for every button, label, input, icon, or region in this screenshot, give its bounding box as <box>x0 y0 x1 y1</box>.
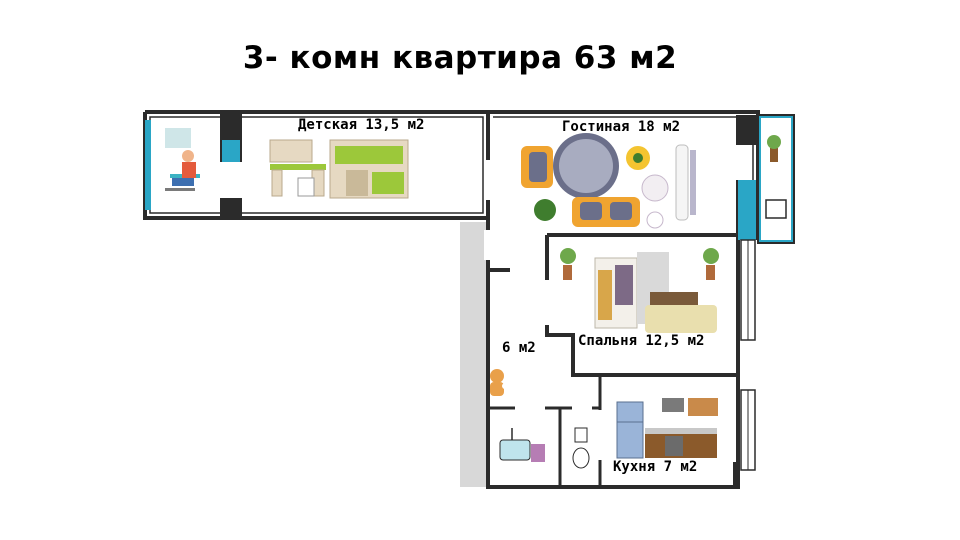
tv-stand <box>675 144 689 221</box>
wall-picture <box>165 128 191 148</box>
kitchen-furniture <box>616 398 718 459</box>
bedroom-plant-pot-left <box>563 265 572 280</box>
bedroom-plant-left <box>560 248 576 264</box>
wall-shadow <box>460 222 488 487</box>
kitchen-corner <box>733 462 739 487</box>
tv <box>690 150 696 215</box>
windows <box>145 112 756 487</box>
bathroom-furniture <box>499 427 590 469</box>
bathtub <box>499 439 531 461</box>
countertop <box>645 428 717 434</box>
right-and-bottom-walls <box>486 115 740 489</box>
balcony <box>757 114 795 244</box>
fridge <box>616 401 644 459</box>
balcony-furniture <box>765 135 787 219</box>
room-label-bedroom: Спальня 12,5 м2 <box>578 333 705 349</box>
bunk-upper <box>335 146 403 164</box>
bedroom-plant-pot-right <box>706 265 715 280</box>
bunk-stairs <box>346 170 368 196</box>
sofa-cushion-1 <box>580 202 602 220</box>
door-toilet <box>572 404 592 412</box>
room-label-kitchen: Кухня 7 м2 <box>613 459 698 475</box>
wardrobe-shelves <box>598 270 612 320</box>
kids-desk-leg <box>271 169 283 197</box>
person-legs <box>172 178 194 186</box>
balcony-plant-pot <box>770 148 778 162</box>
dog-bowl <box>502 383 508 389</box>
wall-cabinet <box>688 398 718 416</box>
round-rug-inner <box>559 139 613 193</box>
window-kids-left <box>145 120 151 210</box>
bedroom-plant-right <box>703 248 719 264</box>
plan-title: 3- комн квартира 63 м2 <box>242 40 678 76</box>
door-kids-living <box>484 160 492 200</box>
kids-chair <box>297 177 315 197</box>
bedroom-bottom-wall <box>545 325 738 377</box>
chair-base <box>165 188 195 191</box>
kids-shelf <box>269 139 313 163</box>
balcony-plant <box>767 135 781 149</box>
door-kitchen <box>596 410 604 460</box>
kids-desk-person <box>165 128 200 191</box>
person-body <box>182 162 196 178</box>
living-furniture <box>521 133 696 229</box>
room-label-kids: Детская 13,5 м2 <box>298 117 425 133</box>
window-living <box>738 180 756 240</box>
balcony-glazing <box>759 116 793 242</box>
bathroom-cabinet <box>531 444 545 462</box>
kids-desk-top <box>270 164 326 170</box>
window-kids-bottom <box>220 198 242 218</box>
room-label-living: Гостиная 18 м2 <box>562 119 681 135</box>
bedroom-furniture <box>560 248 719 333</box>
side-table <box>641 174 669 202</box>
door-hall <box>484 230 492 260</box>
door-bedroom <box>543 280 551 325</box>
wardrobe-clothes <box>615 265 633 305</box>
hall-dog <box>490 369 508 396</box>
bed-headboard <box>650 292 698 306</box>
stove <box>665 436 683 456</box>
sofa-cushion-2 <box>610 202 632 220</box>
hood <box>662 398 684 412</box>
dog-body <box>490 382 504 396</box>
bunk-lower <box>372 172 404 194</box>
lamp <box>646 211 664 229</box>
balcony-chair <box>765 199 787 219</box>
plant-living-2 <box>534 199 556 221</box>
armchair-cushion <box>529 152 547 182</box>
outer-walls <box>143 110 760 489</box>
dog-head <box>490 369 504 383</box>
bed <box>645 305 717 333</box>
kids-furniture <box>269 139 409 199</box>
person-head <box>182 150 194 162</box>
window-kids <box>222 140 240 162</box>
plant-living-center <box>633 153 643 163</box>
room-label-hall: 6 м2 <box>502 340 536 356</box>
toilet-bowl <box>572 447 590 469</box>
toilet-tank <box>574 427 588 443</box>
window-living-top <box>738 115 756 145</box>
door-balcony <box>734 145 742 180</box>
door-bath <box>515 404 545 412</box>
